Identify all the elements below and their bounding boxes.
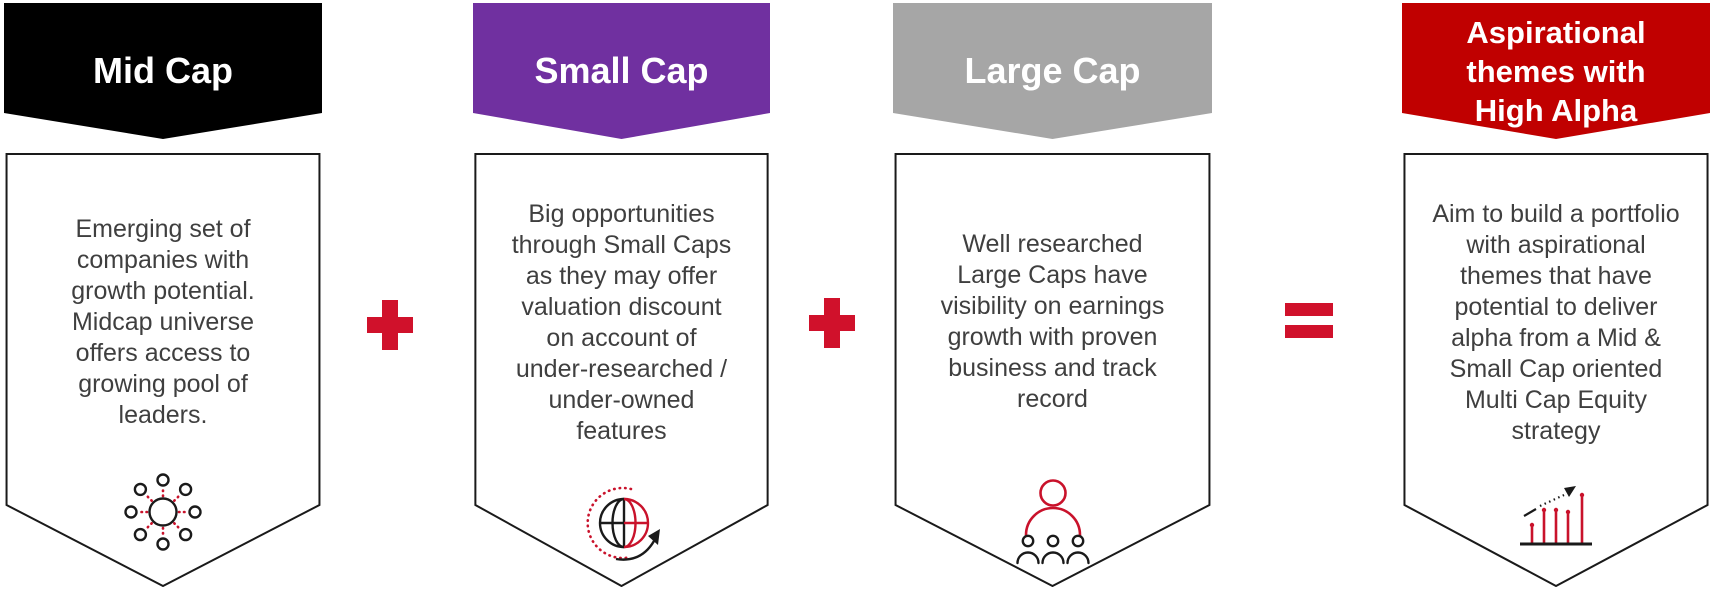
info-box-large-cap [893, 153, 1212, 587]
banner-chevron-shape [1402, 3, 1710, 139]
growth-bar-chart-icon [1516, 480, 1596, 557]
banner-title-large-cap: Large Cap [964, 50, 1141, 91]
info-text-large-cap: Well researched Large Caps have visibili… [940, 230, 1165, 413]
plus-icon [809, 298, 855, 348]
info-text-mid-cap: Emerging set of companies with growth po… [71, 215, 255, 429]
plus-vertical-bar [824, 298, 840, 348]
banner-title-small-cap: Small Cap [534, 50, 709, 91]
plus-icon [367, 300, 413, 350]
column-large-cap: Large Cap Well researched Large Caps hav… [893, 0, 1212, 594]
banner-chevron-shape [4, 3, 322, 139]
globe-rotation-icon [567, 478, 677, 573]
column-small-cap: Small Cap Big opportunities through Smal… [473, 0, 770, 594]
banner-title-aspirational: Aspirational themes with High Alpha [1466, 14, 1646, 128]
banner-chevron-shape [473, 3, 770, 139]
network-nodes-icon [121, 470, 205, 559]
info-box-aspirational [1402, 153, 1710, 587]
info-box-mid-cap [4, 153, 322, 587]
equals-icon [1285, 303, 1333, 338]
equals-top-bar [1285, 303, 1333, 316]
info-text-small-cap: Big opportunities through Small Caps as … [511, 200, 732, 445]
info-box-small-cap [473, 153, 770, 587]
column-mid-cap: Mid Cap Emerging set of companies with g… [4, 0, 322, 594]
equals-bottom-bar [1285, 325, 1333, 338]
column-aspirational-themes: Aspirational themes with High Alpha Aim … [1402, 0, 1710, 594]
team-leader-icon [1013, 478, 1093, 581]
banner-title-mid-cap: Mid Cap [93, 50, 233, 91]
banner-chevron-shape [893, 3, 1212, 139]
plus-vertical-bar [382, 300, 398, 350]
info-text-aspirational: Aim to build a portfolio with aspiration… [1432, 200, 1680, 445]
